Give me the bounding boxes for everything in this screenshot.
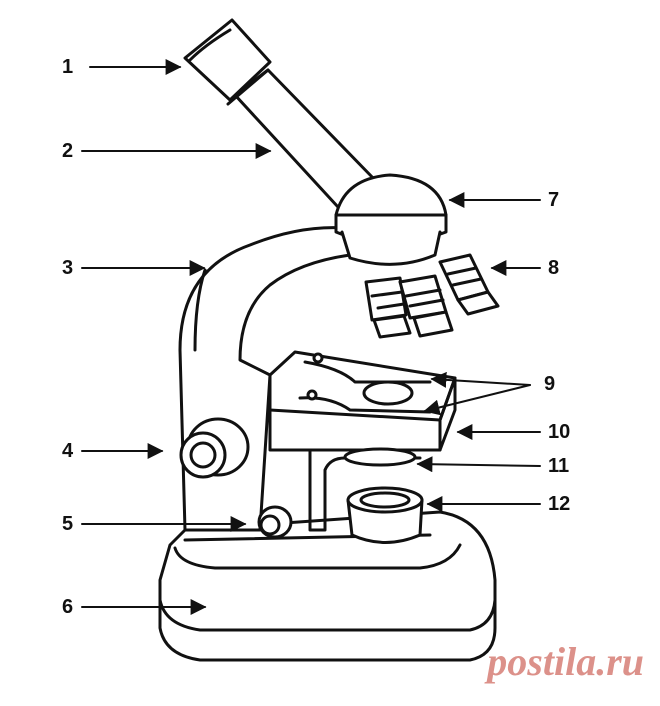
stage	[268, 350, 457, 452]
lamp	[346, 486, 424, 544]
label-5: 5	[62, 513, 74, 535]
head	[334, 173, 448, 266]
arrow-9a	[430, 371, 531, 388]
label-6: 6	[62, 596, 74, 618]
label-2: 2	[62, 140, 74, 162]
label-12: 12	[548, 493, 571, 515]
stage-support	[308, 447, 422, 532]
objectives	[364, 253, 500, 339]
coarse-focus-knob	[179, 417, 250, 479]
label-9: 9	[544, 373, 556, 395]
label-7: 7	[548, 189, 560, 211]
label-1: 1	[62, 56, 74, 78]
watermark: postila.ru	[487, 639, 644, 684]
label-11: 11	[548, 455, 570, 477]
fine-focus-knob	[257, 505, 293, 539]
arrow-9b	[423, 384, 531, 416]
label-4: 4	[62, 440, 74, 462]
leader-arrows	[81, 59, 541, 615]
arrow-11	[416, 456, 541, 473]
eyepiece-tube	[183, 18, 377, 209]
label-8: 8	[548, 257, 560, 279]
label-3: 3	[62, 257, 74, 279]
label-10: 10	[548, 421, 571, 443]
base	[158, 510, 497, 662]
